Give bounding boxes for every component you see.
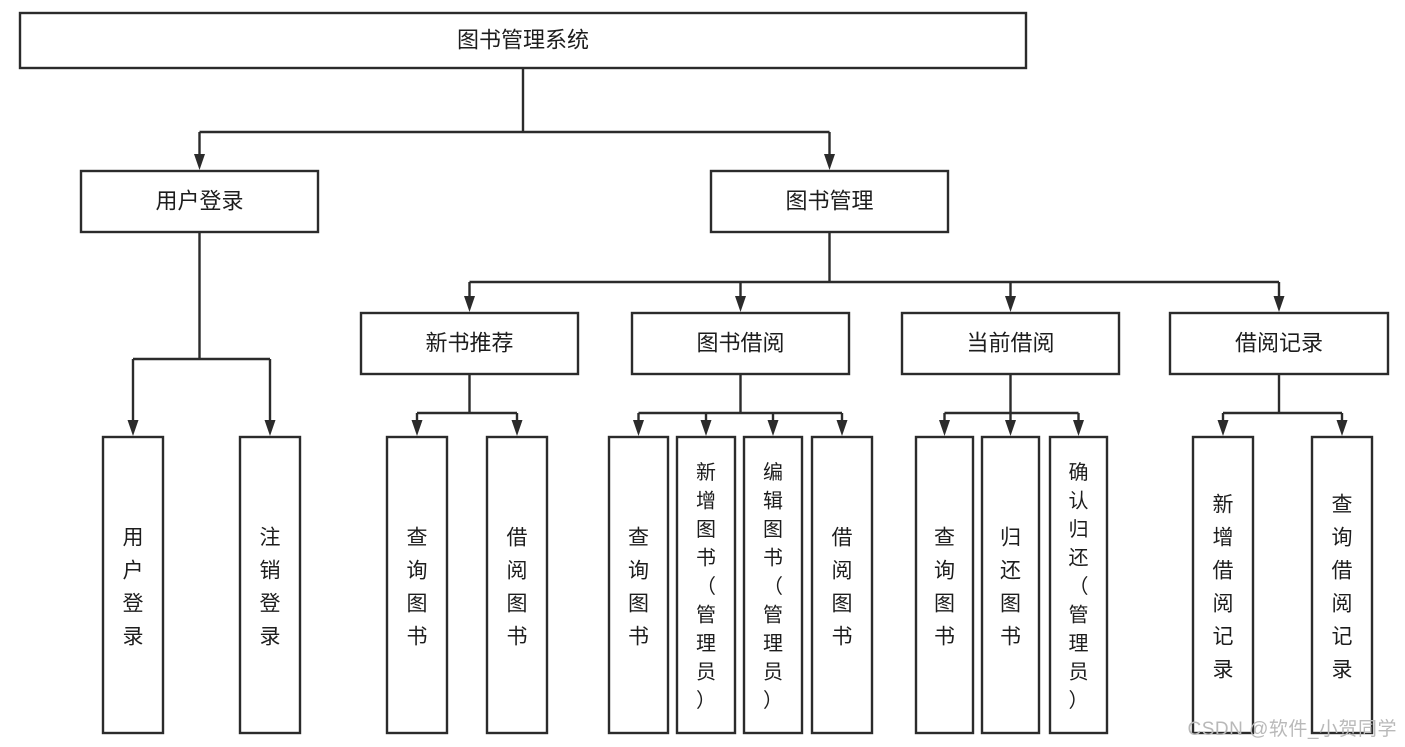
node-label-leaf-query-book-current: 查询图书 [934, 527, 955, 649]
connector-group-new-book-recommend [411, 374, 523, 436]
arrow-head-icon [1073, 420, 1084, 436]
node-leaf-query-book-current[interactable]: 查询图书 [914, 435, 975, 735]
node-box-leaf-query-book-current [914, 435, 975, 735]
node-book-management[interactable]: 图书管理 [709, 169, 950, 234]
node-root[interactable]: 图书管理系统 [18, 11, 1028, 70]
node-box-leaf-confirm-return-admin [1048, 435, 1109, 735]
node-label-leaf-add-book-admin: 新增图书（管理员） [696, 461, 716, 712]
connector-group-current-borrow [939, 374, 1084, 436]
arrow-head-icon [1005, 420, 1016, 436]
node-box-leaf-logout-login [238, 435, 302, 735]
csdn-watermark: CSDN @软件_小贺同学 [1187, 719, 1397, 740]
node-leaf-borrow-book-recommend[interactable]: 借阅图书 [485, 435, 549, 735]
arrow-head-icon [939, 420, 950, 436]
arrow-head-icon [1005, 296, 1016, 312]
node-label-leaf-borrow-book-recommend: 借阅图书 [507, 527, 528, 649]
node-label-leaf-confirm-return-admin: 确认归还（管理员） [1069, 461, 1089, 712]
node-box-root [18, 11, 1028, 70]
node-box-leaf-add-borrow-record [1191, 435, 1255, 735]
node-book-borrow[interactable]: 图书借阅 [630, 311, 851, 376]
connector-group-book-borrow [633, 374, 848, 436]
node-leaf-query-borrow-record[interactable]: 查询借阅记录 [1310, 435, 1374, 735]
node-label-leaf-query-book-recommend: 查询图书 [407, 527, 428, 649]
node-box-book-management [709, 169, 950, 234]
arrow-head-icon [511, 420, 523, 436]
node-label-borrow-records: 借阅记录 [1235, 330, 1323, 355]
node-leaf-confirm-return-admin[interactable]: 确认归还（管理员） [1048, 435, 1109, 735]
arrow-head-icon [735, 296, 746, 312]
arrow-head-icon [700, 420, 712, 436]
node-leaf-query-book-borrow[interactable]: 查询图书 [607, 435, 670, 735]
node-box-new-book-recommend [359, 311, 580, 376]
arrow-head-icon [824, 154, 835, 170]
arrow-head-icon [127, 420, 139, 436]
node-new-book-recommend[interactable]: 新书推荐 [359, 311, 580, 376]
node-box-leaf-borrow-book [810, 435, 874, 735]
node-label-leaf-borrow-book: 借阅图书 [832, 527, 853, 649]
node-leaf-logout-login[interactable]: 注销登录 [238, 435, 302, 735]
node-box-leaf-borrow-book-recommend [485, 435, 549, 735]
node-box-leaf-edit-book-admin [742, 435, 804, 735]
node-leaf-query-book-recommend[interactable]: 查询图书 [385, 435, 449, 735]
node-leaf-user-login[interactable]: 用户登录 [101, 435, 165, 735]
node-label-new-book-recommend: 新书推荐 [425, 330, 513, 355]
node-label-book-management: 图书管理 [785, 188, 873, 213]
connector-group-book-management [464, 232, 1285, 312]
arrow-head-icon [1217, 420, 1229, 436]
node-label-leaf-edit-book-admin: 编辑图书（管理员） [763, 461, 783, 712]
node-box-user-login [79, 169, 320, 234]
node-label-leaf-query-book-borrow: 查询图书 [628, 527, 649, 649]
connector-group-user-login [127, 232, 276, 436]
node-box-leaf-query-book-recommend [385, 435, 449, 735]
node-label-leaf-return-book: 归还图书 [1000, 527, 1021, 649]
node-label-current-borrow: 当前借阅 [966, 330, 1054, 355]
node-box-borrow-records [1168, 311, 1390, 376]
connector-group-root [194, 68, 835, 170]
node-borrow-records[interactable]: 借阅记录 [1168, 311, 1390, 376]
node-label-leaf-user-login: 用户登录 [123, 527, 144, 649]
node-label-book-borrow: 图书借阅 [696, 330, 784, 355]
arrow-head-icon [194, 154, 205, 170]
node-box-leaf-return-book [980, 435, 1041, 735]
node-label-leaf-logout-login: 注销登录 [260, 527, 281, 649]
arrow-head-icon [264, 420, 276, 436]
node-leaf-return-book[interactable]: 归还图书 [980, 435, 1041, 735]
node-label-leaf-add-borrow-record: 新增借阅记录 [1213, 494, 1234, 682]
node-label-root: 图书管理系统 [457, 27, 589, 52]
arrow-head-icon [836, 420, 848, 436]
node-box-current-borrow [900, 311, 1121, 376]
arrow-head-icon [411, 420, 423, 436]
node-box-leaf-user-login [101, 435, 165, 735]
arrow-head-icon [1273, 296, 1285, 312]
node-leaf-borrow-book[interactable]: 借阅图书 [810, 435, 874, 735]
node-current-borrow[interactable]: 当前借阅 [900, 311, 1121, 376]
arrow-head-icon [633, 420, 644, 436]
node-label-user-login: 用户登录 [155, 188, 243, 213]
node-user-login[interactable]: 用户登录 [79, 169, 320, 234]
node-leaf-edit-book-admin[interactable]: 编辑图书（管理员） [742, 435, 804, 735]
node-box-leaf-query-book-borrow [607, 435, 670, 735]
node-leaf-add-book-admin[interactable]: 新增图书（管理员） [675, 435, 737, 735]
arrow-head-icon [767, 420, 779, 436]
arrow-head-icon [1336, 420, 1348, 436]
node-box-leaf-query-borrow-record [1310, 435, 1374, 735]
connector-group-borrow-records [1217, 374, 1348, 436]
node-label-leaf-query-borrow-record: 查询借阅记录 [1332, 494, 1353, 682]
arrow-head-icon [464, 296, 475, 312]
node-leaf-add-borrow-record[interactable]: 新增借阅记录 [1191, 435, 1255, 735]
node-box-leaf-add-book-admin [675, 435, 737, 735]
node-box-book-borrow [630, 311, 851, 376]
